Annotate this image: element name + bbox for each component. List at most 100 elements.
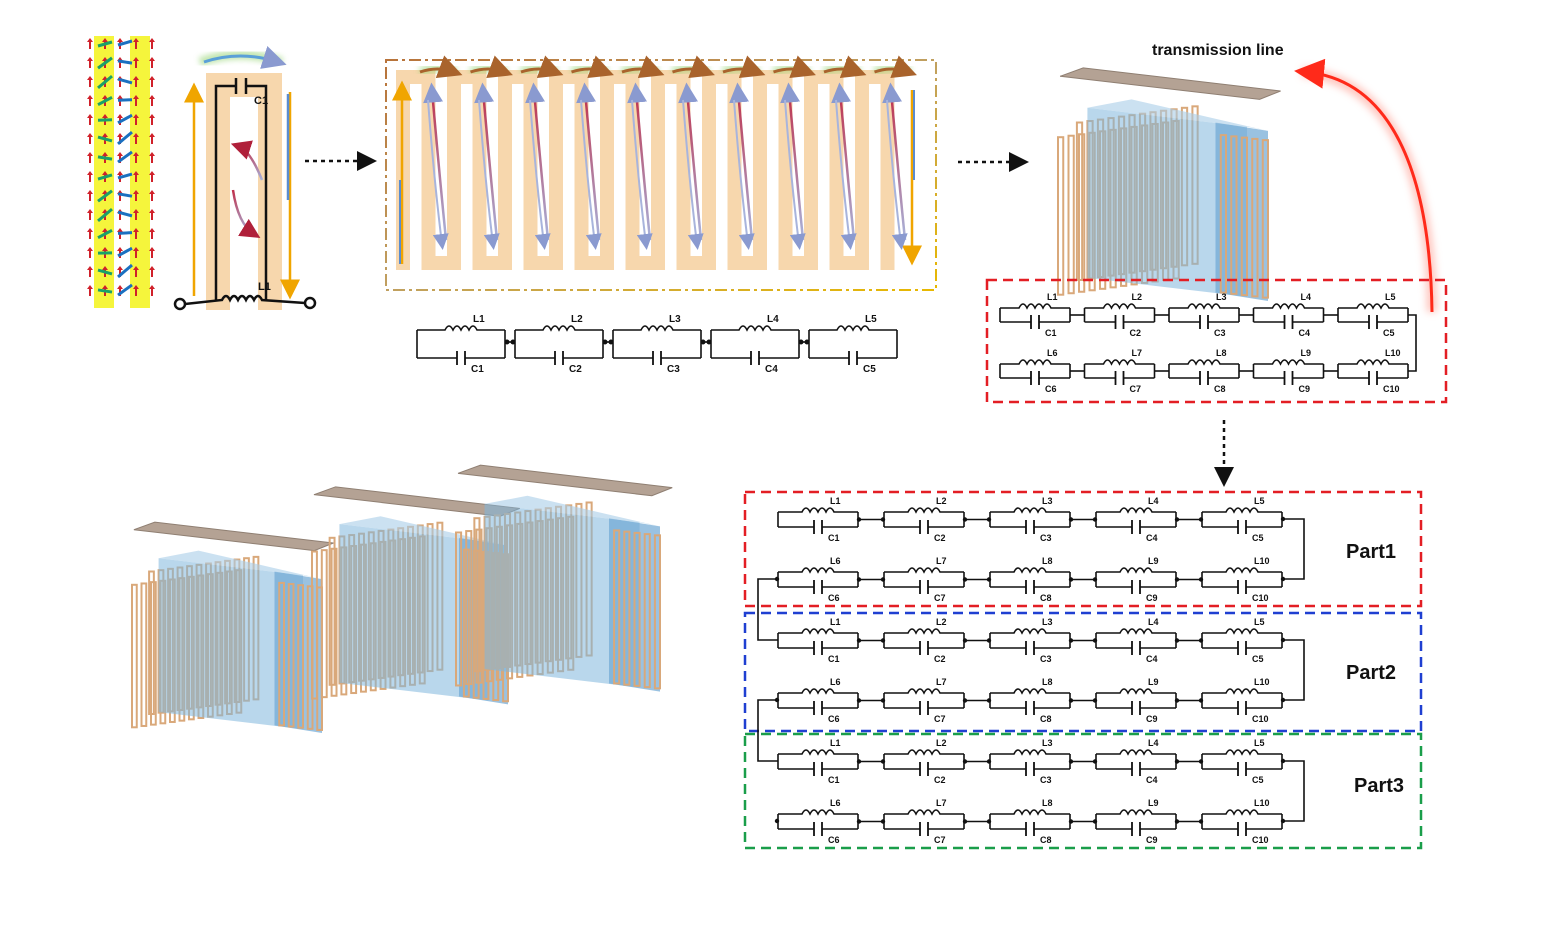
inductor-label: L1: [473, 314, 485, 325]
spin-arrow-head: [117, 95, 123, 99]
junction: [1280, 637, 1286, 643]
junction: [856, 698, 862, 703]
spin-arrow-head: [102, 114, 108, 118]
capacitor-label: C4: [1146, 533, 1158, 543]
inductor: [778, 628, 858, 635]
field-curl: [831, 82, 856, 241]
three-device-array-3d: [131, 464, 673, 733]
spin-arrow-head: [102, 57, 108, 61]
spin-arrow-head: [117, 38, 123, 42]
capacitor-label: C1: [828, 533, 840, 543]
capacitor-label: C3: [1040, 533, 1052, 543]
spin-vector: [117, 130, 133, 146]
transmission-line-label: transmission line: [1152, 42, 1284, 59]
capacitor-label: C1: [471, 364, 484, 375]
capacitor-label: C7: [934, 593, 946, 603]
spin-arrow-head: [149, 266, 155, 270]
inductor: [417, 325, 505, 332]
comb-finger: [455, 531, 463, 687]
inductor-label: L1: [830, 738, 841, 748]
inductor: [1202, 567, 1282, 574]
junction: [1174, 819, 1180, 824]
inductor-label: L7: [936, 556, 947, 566]
junction: [856, 577, 862, 582]
meander-bar: [727, 70, 742, 270]
spin-arrow-head: [133, 190, 139, 194]
inductor: [884, 567, 964, 574]
inductor-label: L2: [571, 314, 583, 325]
dielectric-slab: [1087, 107, 1247, 297]
inductor-label: L10: [1385, 348, 1401, 358]
comb-finger: [1240, 136, 1248, 297]
comb-finger: [320, 549, 328, 699]
inductor-label: L5: [865, 314, 877, 325]
capacitor-label: C3: [1214, 328, 1226, 338]
meander-bar: [523, 70, 538, 270]
inductor: [1096, 749, 1176, 756]
inductor: [1084, 359, 1155, 366]
capacitor-label: C7: [934, 714, 946, 724]
dielectric-slab: [339, 524, 489, 701]
spin-arrow-head: [149, 114, 155, 118]
field-curl: [682, 99, 704, 250]
capacitor-label: C4: [765, 364, 778, 375]
spin-arrow-head: [133, 95, 139, 99]
spin-arrow-head: [117, 171, 123, 175]
inductor-label: L3: [1042, 496, 1053, 506]
spin-arrow-head: [117, 114, 123, 118]
inductor-label: L8: [1042, 556, 1053, 566]
spin-arrow-head: [149, 247, 155, 251]
inductor: [778, 809, 858, 816]
field-curl: [427, 99, 449, 250]
meander-bar: [702, 70, 716, 270]
inductor-label: L9: [1148, 677, 1159, 687]
inductor-label: L5: [1254, 617, 1265, 627]
inductor: [1096, 688, 1176, 695]
inductor: [1096, 809, 1176, 816]
comb-finger: [643, 533, 651, 689]
comb-finger: [131, 583, 138, 729]
spin-arrow-head: [102, 152, 108, 156]
capacitor-label: C4: [1146, 654, 1158, 664]
inductor-label: L3: [1042, 738, 1053, 748]
inductor: [990, 749, 1070, 756]
spin-arrow-head: [102, 285, 108, 289]
spin-arrow-head: [102, 228, 108, 232]
junction: [962, 638, 968, 643]
current-arrow: [621, 55, 665, 78]
capacitor-label: C4: [1146, 775, 1158, 785]
current-arrow: [874, 55, 917, 78]
inductor: [990, 688, 1070, 695]
field-curl: [784, 99, 806, 250]
spin-vector: [117, 172, 133, 180]
capacitor-label: C5: [1252, 533, 1264, 543]
comb-finger: [623, 530, 631, 686]
spin-arrow-head: [149, 190, 155, 194]
inductor-label: L10: [1254, 556, 1270, 566]
transmission-plate: [1059, 67, 1281, 100]
spin-arrow-head: [133, 38, 139, 42]
junction: [1280, 818, 1286, 824]
meander-bar: [676, 70, 691, 270]
comb-finger: [465, 530, 473, 686]
spin-arrow-head: [87, 133, 93, 137]
junction: [1068, 759, 1074, 764]
capacitor-label: C3: [1040, 775, 1052, 785]
spin-array-illustration: [86, 36, 160, 308]
inductor-label: L4: [1148, 617, 1159, 627]
inductor-label: L4: [767, 314, 779, 325]
spin-arrow-head: [102, 95, 108, 99]
junction: [798, 339, 804, 345]
inductor: [1169, 359, 1239, 366]
meander-bar: [753, 70, 767, 270]
spin-arrow-head: [149, 228, 155, 232]
spin-vector: [97, 173, 113, 181]
inductor: [1338, 303, 1408, 310]
spin-vector: [117, 39, 133, 47]
spin-arrow-head: [102, 266, 108, 270]
inductor-label: L2: [1132, 292, 1143, 302]
inductor: [884, 628, 964, 635]
return-wire: [1282, 518, 1305, 580]
inductor: [613, 325, 701, 332]
comb-finger: [1057, 136, 1065, 296]
